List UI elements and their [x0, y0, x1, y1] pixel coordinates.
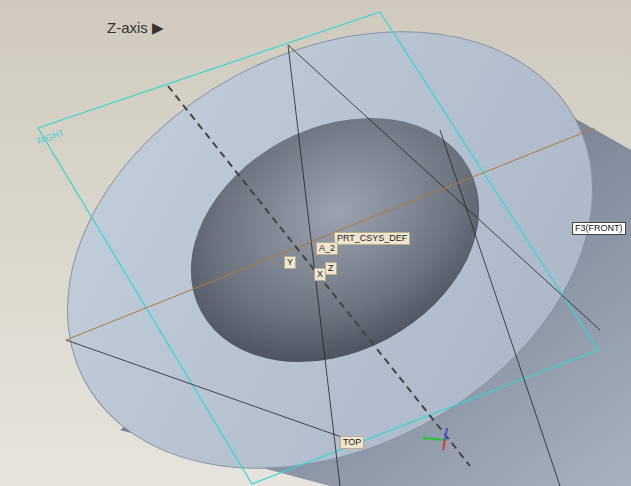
triad-z [443, 440, 445, 450]
triad-x [425, 438, 445, 440]
datum-plane-label: F3(FRONT) [572, 222, 626, 235]
datum-line [66, 340, 350, 440]
z-axis-line [168, 86, 470, 466]
csys-axis-label: Y [284, 256, 296, 269]
axis-label: A_2 [316, 242, 338, 255]
axis-annotation: Z-axis ▶ [107, 20, 164, 35]
bore-hole [148, 70, 522, 410]
triad-origin [423, 436, 427, 440]
csys-label: PRT_CSYS_DEF [334, 232, 410, 245]
csys-axis-label: X [314, 268, 326, 281]
datum-line [288, 45, 600, 330]
datum-plane-label: TOP [340, 436, 364, 449]
datum-plane [38, 12, 598, 484]
triad-y [445, 428, 447, 440]
axis-line [66, 128, 595, 340]
csys-axis-label: Z [325, 262, 337, 275]
